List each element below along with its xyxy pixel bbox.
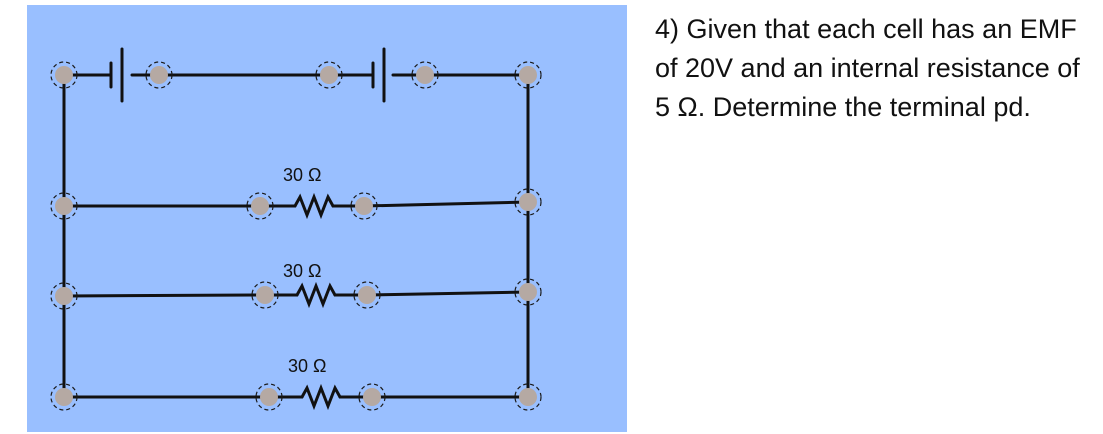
connection-nodes [50, 61, 542, 411]
cell-icon [371, 47, 386, 103]
connection-node-icon [514, 188, 542, 216]
connection-node-icon [50, 383, 78, 411]
circuit-diagram-panel: 30 Ω 30 Ω 30 Ω [27, 5, 627, 432]
connection-node-icon [315, 61, 343, 89]
connection-node-icon [514, 278, 542, 306]
question-text: 4) Given that each cell has an EMF of 20… [655, 14, 1080, 122]
connection-node-icon [358, 383, 386, 411]
resistor-label: 30 Ω [288, 356, 326, 376]
connection-node-icon [255, 383, 283, 411]
cell-icon [109, 47, 124, 103]
circuit-diagram: 30 Ω 30 Ω 30 Ω [50, 47, 542, 411]
connection-node-icon [514, 61, 542, 89]
connection-node-icon [350, 192, 378, 220]
branch-2: 30 Ω [62, 261, 530, 309]
connection-node-icon [514, 383, 542, 411]
connection-node-icon [50, 192, 78, 220]
connection-node-icon [50, 282, 78, 310]
branch-3: 30 Ω [62, 356, 530, 411]
resistor-label: 30 Ω [283, 165, 321, 185]
connection-node-icon [246, 192, 274, 220]
connection-node-icon [411, 61, 439, 89]
connection-node-icon [50, 61, 78, 89]
branch-1: 30 Ω [62, 165, 530, 220]
resistor-label: 30 Ω [283, 261, 321, 281]
connection-node-icon [251, 281, 279, 309]
resistor-icon [300, 383, 342, 411]
connection-node-icon [145, 61, 173, 89]
resistor-icon [293, 192, 335, 220]
connection-node-icon [353, 281, 381, 309]
resistor-icon [295, 281, 337, 309]
